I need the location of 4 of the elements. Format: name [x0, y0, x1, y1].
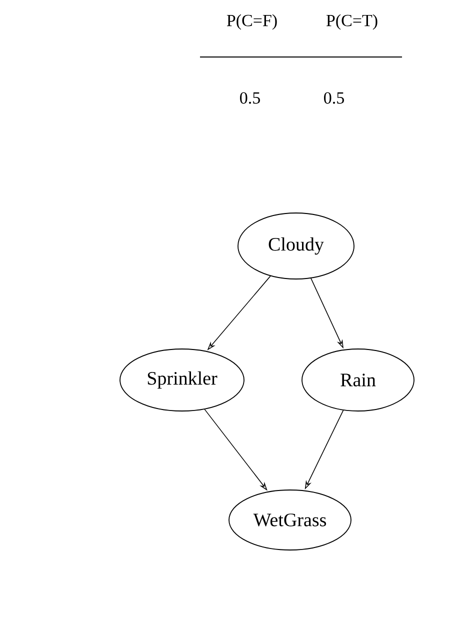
table-cell: P(C=F)	[226, 14, 277, 30]
table-cell: 0.5	[324, 92, 344, 104]
table-cell: P(C=T)	[326, 14, 378, 30]
table-cell: 0.5	[240, 92, 260, 104]
